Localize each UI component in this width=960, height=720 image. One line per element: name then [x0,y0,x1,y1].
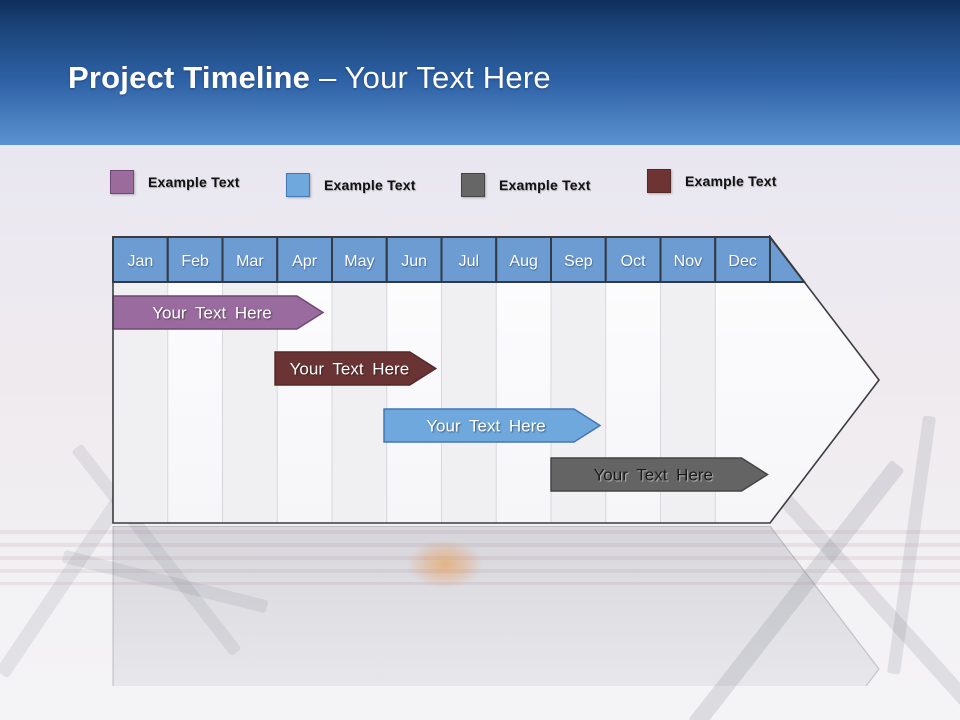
column-stripe [332,282,387,523]
month-label: May [344,253,374,270]
legend-label: Example Text [324,177,416,193]
gantt-bar-label: Your Text Here [426,417,546,436]
legend-label: Example Text [148,174,240,190]
timeline-reflection [112,526,880,686]
month-label: Aug [509,253,537,270]
legend-label: Example Text [499,177,591,193]
month-label: Apr [292,253,318,270]
gantt-bar-label: Your Text Here [594,466,714,485]
legend-item-gray: Example Text [461,173,591,197]
gantt-bar [550,457,769,492]
legend-label: Example Text [685,173,777,189]
timeline-arrow-outline [112,236,881,524]
gantt-bar [274,351,438,386]
title-suffix: – Your Text Here [318,60,551,95]
month-label: Jun [401,253,427,270]
legend: Example Text Example Text Example Text E… [0,145,960,205]
month-header-cell [385,236,443,283]
month-header-cell [550,236,607,283]
month-header-cell [112,236,169,283]
month-label: Nov [674,253,702,270]
column-stripe [441,282,497,523]
month-header-cell [604,236,662,283]
month-label: Mar [236,253,264,270]
month-label: Dec [728,253,756,270]
month-header-cell [659,236,717,283]
legend-item-blue: Example Text [286,173,416,197]
gantt-bar-label: Your Text Here [152,304,272,323]
month-header-cell [166,236,224,283]
chair-silhouette [886,415,937,675]
timeline-gantt-chart: Jan Feb Mar Apr May Jun Jul Aug Sep Oct Nov DecYour… [112,235,881,524]
slide-header: Project Timeline – Your Text Here [0,0,960,145]
month-label: Feb [181,253,209,270]
month-header-cell [495,236,552,283]
gantt-bar-label: Your Text Here [290,360,410,379]
gantt-bar [383,408,602,443]
month-label: Jan [127,253,153,270]
page-title: Project Timeline – Your Text Here [68,60,551,96]
month-label: Jul [459,253,479,270]
legend-swatch-gray [461,173,485,197]
month-header-cell [714,236,771,283]
month-label: Sep [564,253,593,270]
title-main: Project Timeline [68,60,311,95]
legend-item-darkred: Example Text [647,169,777,193]
legend-item-purple: Example Text [110,170,240,194]
month-header-cell [331,236,388,283]
legend-swatch-purple [110,170,134,194]
legend-swatch-blue [286,173,310,197]
month-label: Oct [621,253,646,270]
reflection-arrow [112,526,880,686]
legend-swatch-darkred [647,169,671,193]
